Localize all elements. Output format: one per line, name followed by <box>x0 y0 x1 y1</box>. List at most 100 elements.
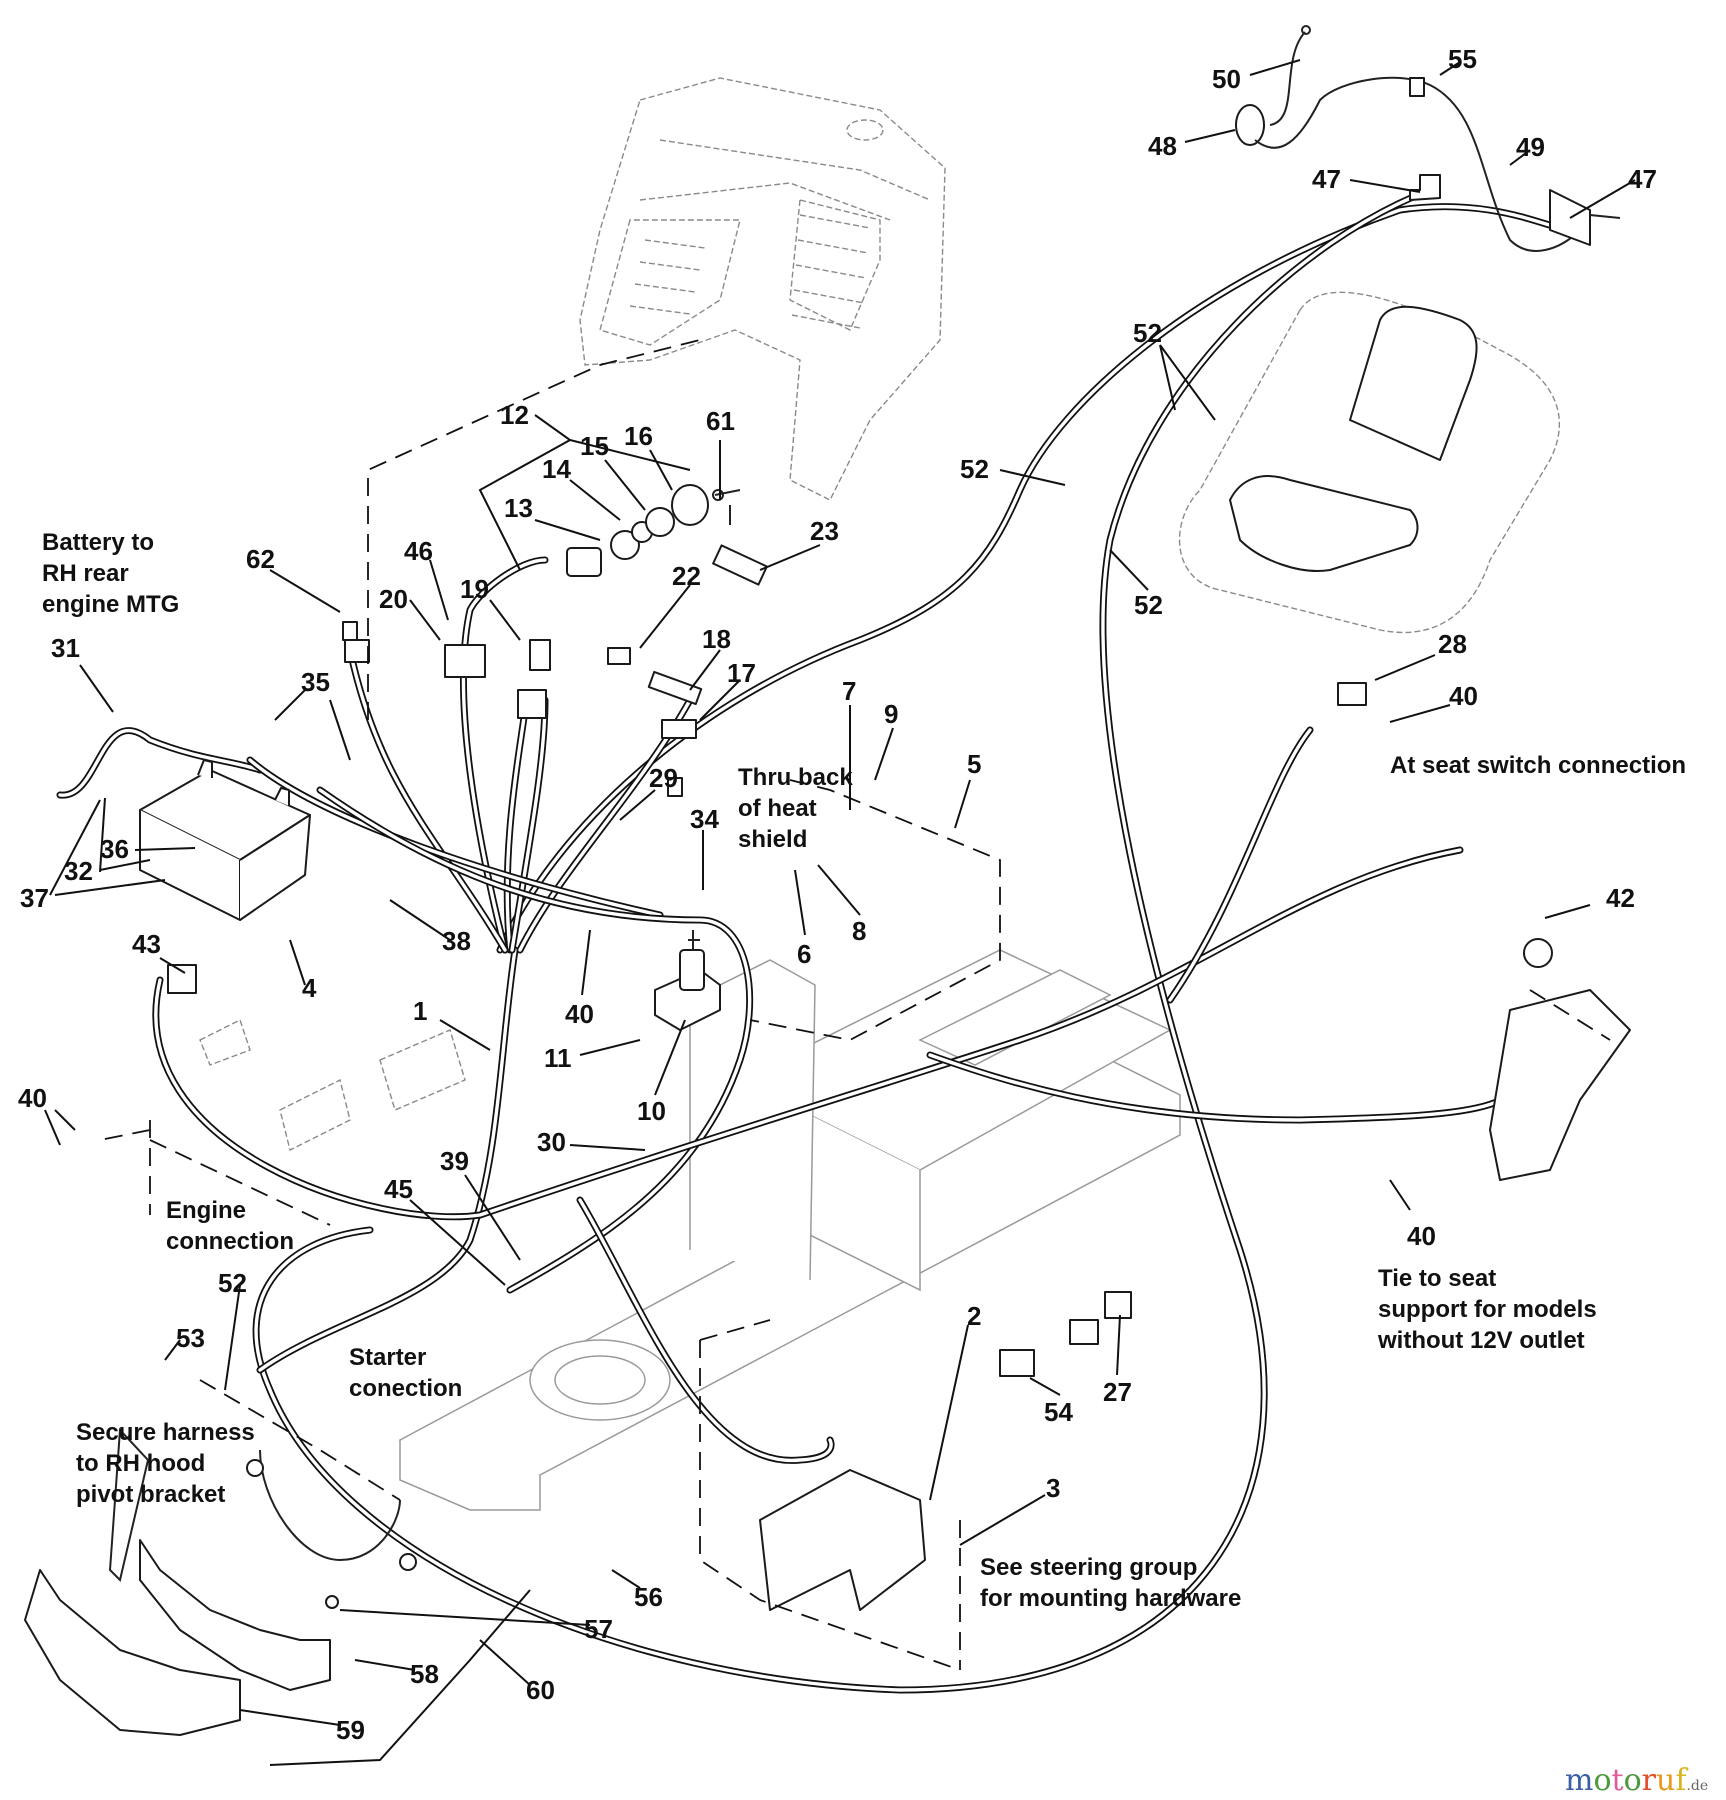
note-battery: Battery to <box>42 529 154 556</box>
leader-lines <box>44 59 1636 1766</box>
callout-46: 46 <box>404 536 433 566</box>
callout-59: 59 <box>336 1715 365 1745</box>
safety-switch-43 <box>167 964 197 994</box>
connector-27 <box>1104 1291 1132 1319</box>
callout-40: 40 <box>18 1083 47 1113</box>
callout-38: 38 <box>442 926 471 956</box>
watermark-letter: f <box>1675 1763 1688 1798</box>
note-heat-shield: Thru back <box>738 764 853 791</box>
callout-5: 5 <box>967 749 981 779</box>
connector-29 <box>667 777 683 797</box>
note-secure: Secure harness <box>76 1419 255 1446</box>
callout-62: 62 <box>246 544 275 574</box>
watermark-letter: o <box>1593 1763 1611 1798</box>
callout-52: 52 <box>960 454 989 484</box>
note-engine: Engine <box>166 1197 246 1224</box>
note-heat-shield: of heat <box>738 795 817 822</box>
callout-16: 16 <box>624 421 653 451</box>
callout-47: 47 <box>1628 164 1657 194</box>
rocker-switch-22 <box>607 647 631 665</box>
watermark-text: motoruf.de <box>1565 1763 1708 1798</box>
note-starter: Starter <box>349 1344 426 1371</box>
note-seat-switch: At seat switch connection <box>1390 752 1686 779</box>
ignition-switch-assembly <box>566 484 741 577</box>
callout-36: 36 <box>100 834 129 864</box>
lamp-17 <box>661 719 697 739</box>
headlight-assembly <box>24 1427 417 1736</box>
callout-13: 13 <box>504 493 533 523</box>
callout-40: 40 <box>1449 681 1478 711</box>
callout-48: 48 <box>1148 131 1177 161</box>
callout-45: 45 <box>384 1174 413 1204</box>
callout-2: 2 <box>967 1301 981 1331</box>
connector-54b <box>1069 1319 1099 1345</box>
callout-56: 56 <box>634 1582 663 1612</box>
hood-dash-panel <box>579 77 946 501</box>
watermark-letter: u <box>1656 1763 1675 1798</box>
callout-29: 29 <box>649 763 678 793</box>
watermark-letter: r <box>1642 1763 1657 1798</box>
watermark-letter: t <box>1612 1763 1624 1798</box>
watermark: motoruf.de <box>1565 1763 1708 1798</box>
callout-7: 7 <box>842 676 856 706</box>
callout-31: 31 <box>51 633 80 663</box>
note-battery: engine MTG <box>42 591 179 618</box>
fuse-62 <box>342 621 358 641</box>
callout-61: 61 <box>706 406 735 436</box>
light-harness <box>1235 25 1621 252</box>
note-starter: conection <box>349 1375 462 1402</box>
callout-3: 3 <box>1046 1473 1060 1503</box>
callout-40: 40 <box>1407 1221 1436 1251</box>
callout-1: 1 <box>413 996 427 1026</box>
annotation-notes: Battery to RH rear engine MTG Thru back of h… <box>42 529 1686 1612</box>
callout-6: 6 <box>797 939 811 969</box>
callout-53: 53 <box>176 1323 205 1353</box>
switches <box>342 544 768 797</box>
callout-4: 4 <box>302 973 317 1003</box>
callout-14: 14 <box>542 454 571 484</box>
callout-52: 52 <box>1134 590 1163 620</box>
callout-49: 49 <box>1516 132 1545 162</box>
callout-35: 35 <box>301 667 330 697</box>
connector-54a <box>999 1349 1035 1377</box>
seat-switch-28 <box>1337 682 1367 706</box>
callout-28: 28 <box>1438 629 1467 659</box>
callout-54: 54 <box>1044 1397 1073 1427</box>
callout-37: 37 <box>20 883 49 913</box>
seat <box>1178 291 1561 634</box>
callout-52: 52 <box>1133 318 1162 348</box>
callout-19: 19 <box>460 574 489 604</box>
connector <box>517 689 547 719</box>
watermark-suffix: .de <box>1686 1778 1708 1794</box>
callout-39: 39 <box>440 1146 469 1176</box>
battery <box>139 759 311 921</box>
callout-34: 34 <box>690 804 719 834</box>
callout-43: 43 <box>132 929 161 959</box>
note-engine: connection <box>166 1228 294 1255</box>
callout-17: 17 <box>727 658 756 688</box>
note-secure: to RH hood <box>76 1450 205 1477</box>
callout-23: 23 <box>810 516 839 546</box>
callout-42: 42 <box>1606 883 1635 913</box>
note-steering: for mounting hardware <box>980 1585 1241 1612</box>
fuse-holder <box>344 639 370 663</box>
note-heat-shield: shield <box>738 826 807 853</box>
cover-23 <box>712 544 768 586</box>
callout-60: 60 <box>526 1675 555 1705</box>
outlet-42 <box>1523 938 1553 968</box>
callout-47: 47 <box>1312 164 1341 194</box>
note-battery: RH rear <box>42 560 129 587</box>
note-tie-seat: without 12V outlet <box>1377 1327 1585 1354</box>
callout-50: 50 <box>1212 64 1241 94</box>
callout-55: 55 <box>1448 44 1477 74</box>
note-tie-seat: Tie to seat <box>1378 1265 1496 1292</box>
callout-8: 8 <box>852 916 866 946</box>
callout-52: 52 <box>218 1268 247 1298</box>
note-steering: See steering group <box>980 1554 1197 1581</box>
push-switch-19 <box>529 639 551 671</box>
callout-58: 58 <box>410 1659 439 1689</box>
callout-15: 15 <box>580 431 609 461</box>
outlet-bracket <box>1489 989 1631 1181</box>
